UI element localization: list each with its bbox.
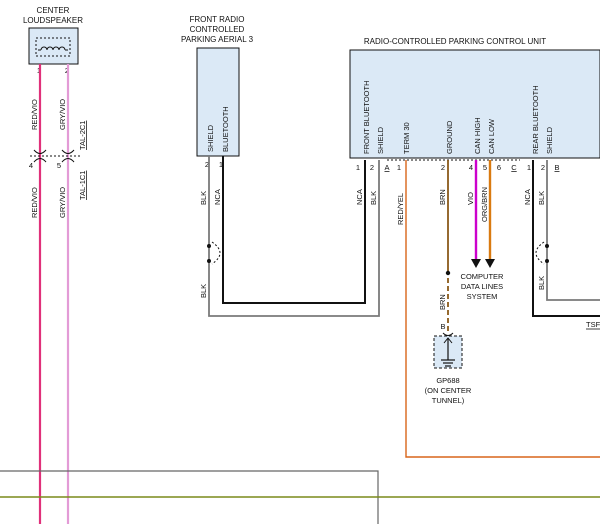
control-unit-title: RADIO-CONTROLLED PARKING CONTROL UNIT bbox=[364, 37, 546, 46]
aerial-title-2: CONTROLLED bbox=[190, 25, 245, 34]
wire-label-brn-upper: BRN bbox=[438, 189, 447, 205]
wire-label-nca-rear: NCA bbox=[523, 189, 532, 205]
cu-pin-2-rear: 2 bbox=[541, 163, 545, 172]
connector-label-tal-2c1: TAL-2C1 bbox=[78, 121, 87, 150]
cu-pin-2-ground: 2 bbox=[441, 163, 445, 172]
cu-pin-label-rear-bluetooth: REAR BLUETOOTH bbox=[531, 85, 540, 154]
aerial-box bbox=[196, 47, 240, 157]
wire-label-blk-aerial: BLK bbox=[199, 191, 208, 205]
cu-pin-5: 5 bbox=[483, 163, 487, 172]
cu-pin-b: B bbox=[554, 163, 559, 172]
computer-data-lines-2: DATA LINES bbox=[461, 282, 503, 291]
aerial-pin-2: 2 bbox=[205, 160, 209, 169]
cu-pin-4: 4 bbox=[469, 163, 473, 172]
frame-line bbox=[0, 470, 379, 524]
wire-label-brn-lower: BRN bbox=[438, 294, 447, 310]
cu-pin-2-front: 2 bbox=[370, 163, 374, 172]
wire-label-red-vio-upper: RED/VIO bbox=[30, 99, 39, 130]
wire-label-blk-lower: BLK bbox=[199, 284, 208, 298]
ground-name: GP688 bbox=[436, 376, 459, 385]
cu-pin-6: 6 bbox=[497, 163, 501, 172]
wire-red-yel bbox=[405, 160, 600, 458]
connector-label-tal-1c1: TAL-1C1 bbox=[78, 171, 87, 200]
aerial-pin-label-bluetooth: BLUETOOTH bbox=[221, 106, 230, 152]
wire-label-gry-vio-lower: GRY/VIO bbox=[58, 187, 67, 218]
cu-pin-a: A bbox=[384, 163, 389, 172]
twisted-pair-marker-left bbox=[207, 241, 221, 265]
aerial-title-3: PARKING AERIAL 3 bbox=[181, 35, 254, 44]
wire-label-red-vio-lower: RED/VIO bbox=[30, 187, 39, 218]
cu-pin-1-front: 1 bbox=[356, 163, 360, 172]
cu-pin-c: C bbox=[511, 163, 517, 172]
cu-pin-label-can-low: CAN LOW bbox=[487, 118, 496, 154]
wire-shield-blk-gray bbox=[208, 156, 380, 317]
wire-label-red-yel: RED/YEL bbox=[396, 193, 405, 225]
splice-dot bbox=[445, 270, 451, 276]
inline-connector-tal bbox=[30, 149, 80, 163]
cu-pin-label-ground: GROUND bbox=[445, 120, 454, 154]
wire-bluetooth-nca bbox=[222, 156, 366, 304]
ground-connector-cup bbox=[442, 332, 454, 336]
wire-label-nca-aerial: NCA bbox=[213, 189, 222, 205]
connector-pin-5: 5 bbox=[57, 161, 61, 170]
wire-label-blk-front: BLK bbox=[369, 191, 378, 205]
wire-label-gry-vio-upper: GRY/VIO bbox=[58, 99, 67, 130]
control-unit-box bbox=[349, 49, 600, 159]
speaker-icon bbox=[35, 37, 71, 57]
wire-label-org-brn: ORG/BRN bbox=[480, 187, 489, 222]
computer-data-lines-1: COMPUTER bbox=[461, 272, 505, 281]
cu-pin-label-front-bluetooth: FRONT BLUETOOTH bbox=[362, 81, 371, 154]
connector-pin-4: 4 bbox=[29, 161, 33, 170]
wire-label-nca-front: NCA bbox=[355, 189, 364, 205]
center-loudspeaker-title-1: CENTER bbox=[37, 6, 70, 15]
wire-label-blk-rear-lower: BLK bbox=[537, 276, 546, 290]
cu-pin-1-rear: 1 bbox=[527, 163, 531, 172]
cu-pin-label-shield-front: SHIELD bbox=[376, 126, 385, 154]
aerial-pin-label-shield: SHIELD bbox=[206, 124, 215, 152]
wire-label-vio: VIO bbox=[466, 192, 475, 205]
ground-icon bbox=[441, 337, 455, 367]
aerial-title-1: FRONT RADIO bbox=[190, 15, 245, 24]
ground-location-1: (ON CENTER bbox=[425, 386, 472, 395]
cu-pin-1-term: 1 bbox=[397, 163, 401, 172]
twisted-pair-marker-right bbox=[535, 241, 549, 265]
wire-label-blk-rear: BLK bbox=[537, 191, 546, 205]
ground-location-2: TUNNEL) bbox=[432, 396, 465, 405]
connector-label-tsf: TSF bbox=[586, 320, 600, 329]
cu-pin-label-can-high: CAN HIGH bbox=[473, 117, 482, 154]
center-loudspeaker-title-2: LOUDSPEAKER bbox=[23, 16, 83, 25]
cu-pin-label-shield-rear: SHIELD bbox=[545, 126, 554, 154]
computer-data-lines-3: SYSTEM bbox=[467, 292, 498, 301]
wire-rear-blk bbox=[546, 160, 600, 301]
cu-pin-label-term-30: TERM 30 bbox=[402, 122, 411, 154]
arrow-can-low-icon bbox=[485, 259, 495, 268]
ground-pin-b: B bbox=[440, 322, 445, 331]
wire-rear-nca bbox=[532, 160, 600, 317]
aerial-pin-1: 1 bbox=[219, 160, 223, 169]
arrow-can-high-icon bbox=[471, 259, 481, 268]
